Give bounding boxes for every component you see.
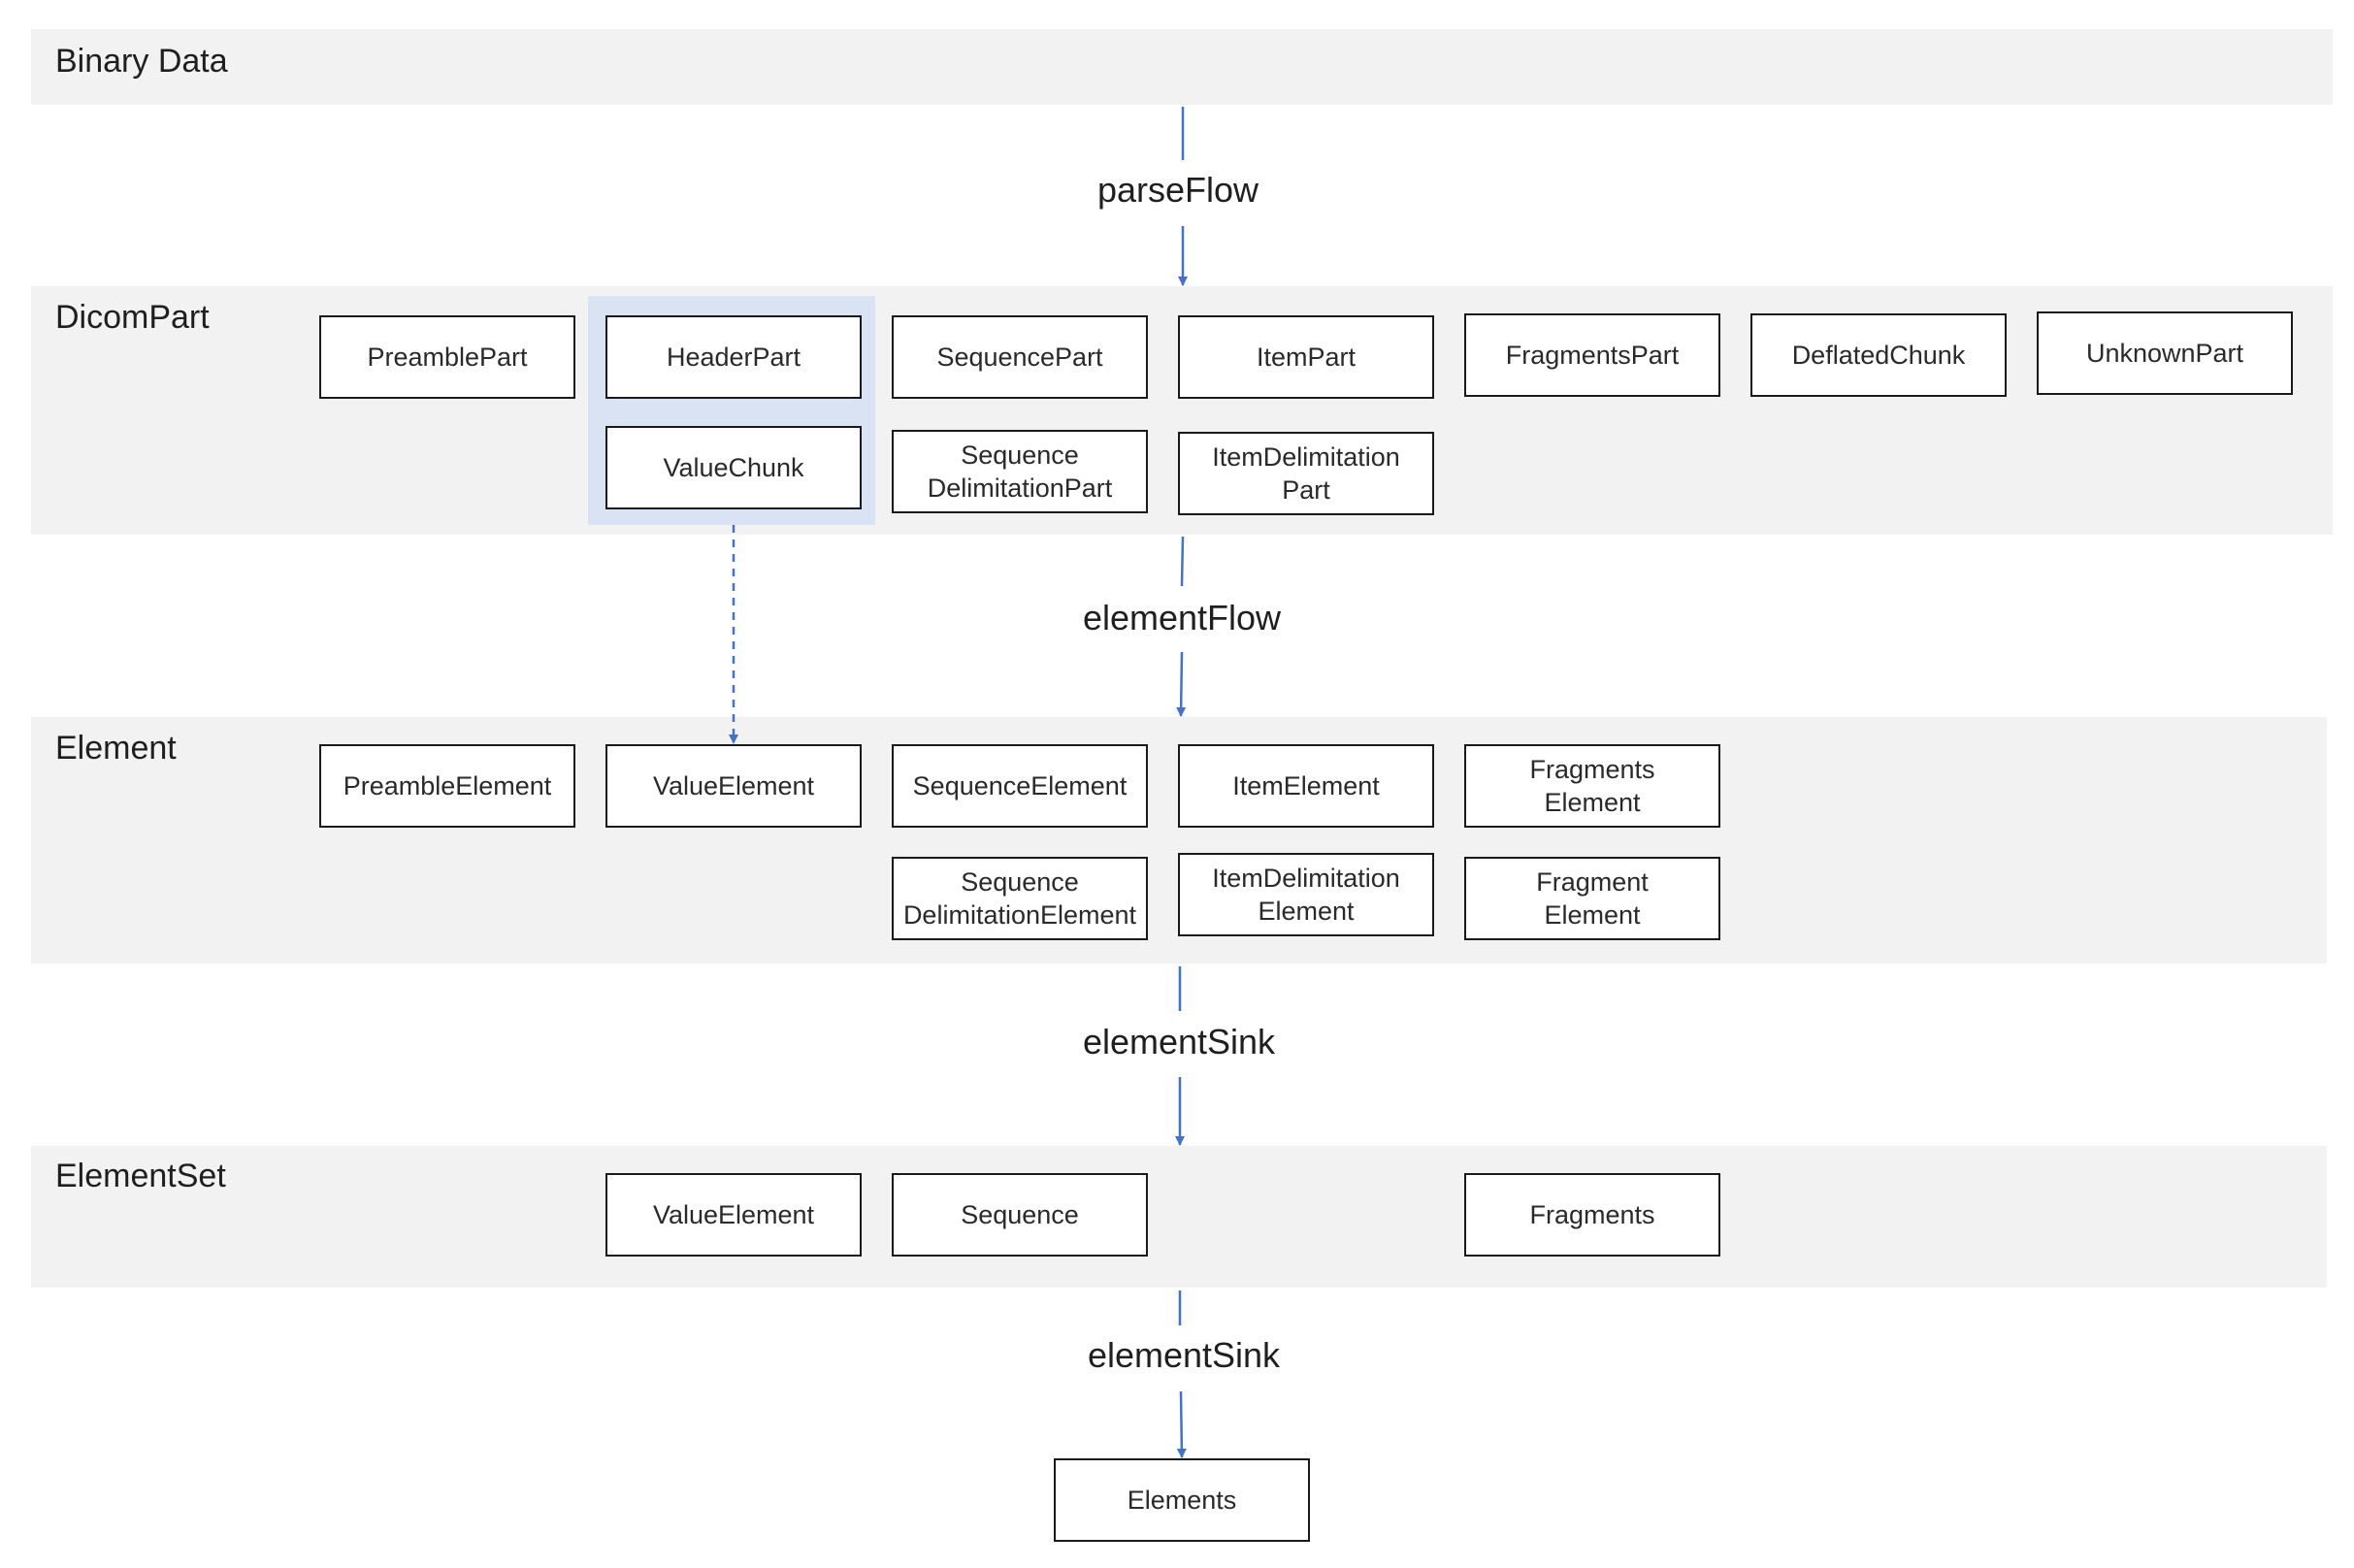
set-value-element-box: ValueElement	[605, 1173, 862, 1257]
binary-data-band	[31, 29, 2333, 105]
element-set-band	[31, 1146, 2327, 1288]
sequence-element-box: SequenceElement	[892, 744, 1148, 828]
fragments-element-box: Fragments Element	[1464, 744, 1720, 828]
fragments-part-box: FragmentsPart	[1464, 313, 1720, 397]
sequence-delimitation-element-box: Sequence DelimitationElement	[892, 857, 1148, 940]
set-sequence-box: Sequence	[892, 1173, 1148, 1257]
item-element-box: ItemElement	[1178, 744, 1434, 828]
set-fragments-box: Fragments	[1464, 1173, 1720, 1257]
element-flow-arrow	[1176, 651, 1187, 717]
dicom-part-label: DicomPart	[55, 299, 210, 336]
element-set-label: ElementSet	[55, 1158, 226, 1194]
parse-flow-label: parseFlow	[1096, 170, 1259, 210]
element-sink-1-label: elementSink	[1082, 1022, 1276, 1062]
value-element-box: ValueElement	[605, 744, 862, 828]
element-sink-2-label: elementSink	[1087, 1335, 1281, 1375]
binary-data-label: Binary Data	[55, 43, 228, 80]
item-part-box: ItemPart	[1178, 315, 1434, 399]
element-label: Element	[55, 730, 177, 767]
item-delimitation-part-box: ItemDelimitation Part	[1178, 432, 1434, 515]
value-chunk-box: ValueChunk	[605, 426, 862, 509]
fragment-element-box: Fragment Element	[1464, 857, 1720, 940]
item-delimitation-element-box: ItemDelimitation Element	[1178, 853, 1434, 936]
sequence-delimitation-part-box: Sequence DelimitationPart	[892, 430, 1148, 513]
elements-box: Elements	[1054, 1458, 1310, 1542]
unknown-part-box: UnknownPart	[2037, 311, 2293, 395]
element-flow-line-top	[1180, 536, 1185, 587]
sequence-part-box: SequencePart	[892, 315, 1148, 399]
header-part-box: HeaderPart	[605, 315, 862, 399]
element-flow-label: elementFlow	[1082, 598, 1282, 637]
deflated-chunk-box: DeflatedChunk	[1750, 313, 2007, 397]
preamble-part-box: PreamblePart	[319, 315, 575, 399]
preamble-element-box: PreambleElement	[319, 744, 575, 828]
element-sink-2-arrow	[1176, 1390, 1187, 1458]
